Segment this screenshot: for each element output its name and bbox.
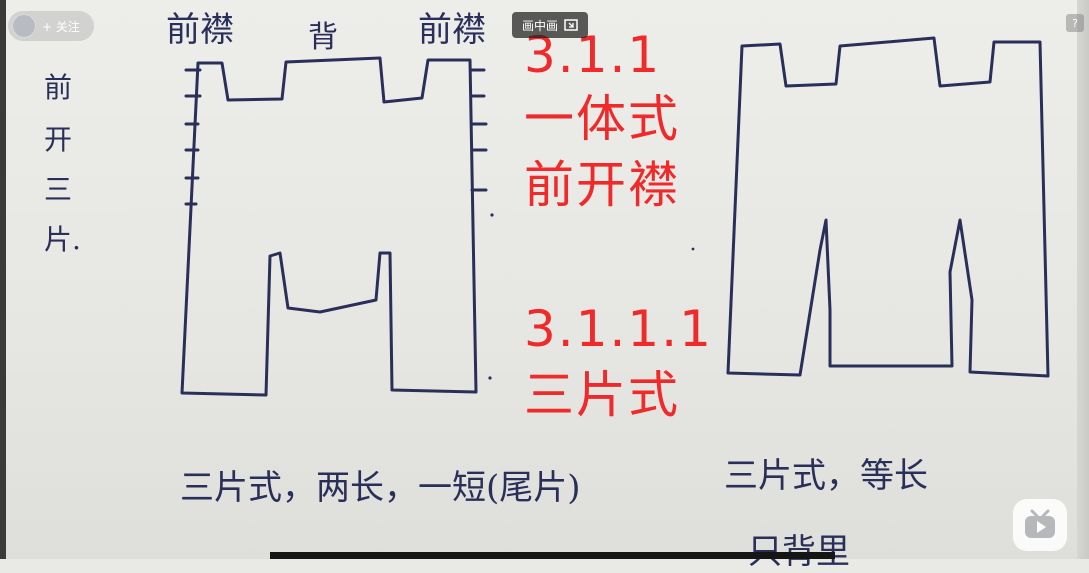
side-char-2: 开 bbox=[44, 123, 73, 156]
progress-bar[interactable] bbox=[270, 552, 835, 559]
frame-right-edge bbox=[1077, 0, 1089, 559]
caption-bottom-right: 只背里 bbox=[748, 524, 850, 573]
sketch-drawing bbox=[180, 36, 1050, 397]
tv-icon bbox=[1025, 509, 1055, 538]
side-char-1: 前 bbox=[44, 71, 73, 104]
picture-in-picture-button[interactable]: 画中画 bbox=[512, 12, 588, 38]
annotation-one-piece: 一体式 bbox=[524, 90, 680, 148]
left-garment-outline bbox=[180, 56, 478, 397]
right-garment-outline bbox=[726, 36, 1050, 378]
help-icon[interactable]: ? bbox=[1066, 14, 1084, 32]
pip-icon bbox=[564, 19, 578, 31]
side-char-3: 三 bbox=[44, 173, 73, 206]
follow-label: + 关注 bbox=[42, 19, 80, 34]
annotation-front-placket: 前开襟 bbox=[524, 156, 680, 214]
label-front-placket-left: 前襟 bbox=[166, 10, 234, 50]
label-back: 背 bbox=[308, 20, 338, 55]
annotation-3-1-1: 3.1.1 bbox=[524, 26, 662, 84]
annotation-3-1-1-1: 3.1.1.1 bbox=[524, 300, 713, 358]
help-icon-glyph: ? bbox=[1072, 16, 1078, 30]
pip-label: 画中画 bbox=[521, 18, 558, 33]
follow-button[interactable]: + 关注 bbox=[8, 11, 94, 41]
bilibili-logo-icon bbox=[1013, 499, 1067, 551]
frame-left-edge bbox=[0, 0, 6, 559]
caption-right: 三片式，等长 bbox=[724, 456, 928, 496]
label-front-placket-right: 前襟 bbox=[418, 10, 486, 50]
avatar bbox=[12, 14, 36, 38]
caption-left: 三片式，两长，一短(尾片) bbox=[180, 468, 581, 508]
side-char-4: 片. bbox=[44, 223, 81, 256]
annotation-three-piece: 三片式 bbox=[524, 366, 680, 424]
video-frame bbox=[0, 0, 1089, 559]
